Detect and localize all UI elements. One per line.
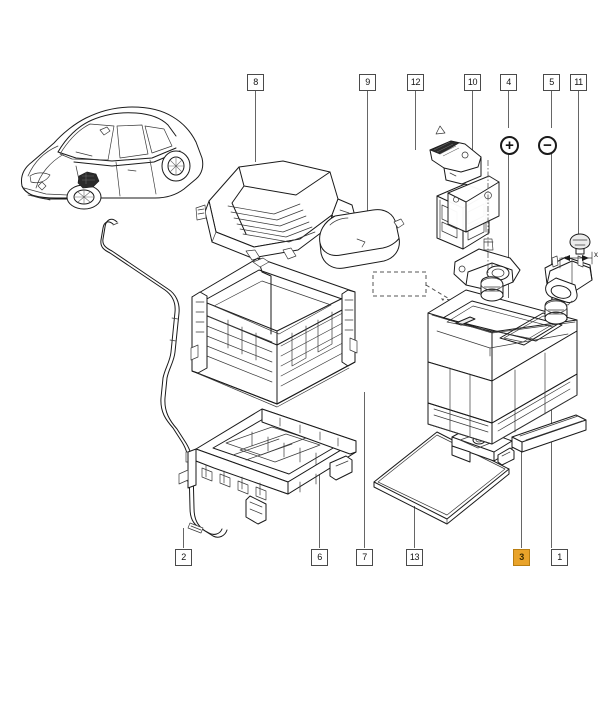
vehicle-illustration <box>21 106 204 210</box>
leader-lines-bottom <box>183 392 522 548</box>
part-battery <box>427 276 578 445</box>
callout-10[interactable]: 10 <box>464 74 481 91</box>
callout-3[interactable]: 3 <box>513 549 530 566</box>
leader-lines-top <box>255 91 579 548</box>
part-battery-box-housing <box>190 257 358 408</box>
callout-9[interactable]: 9 <box>359 74 376 91</box>
part-battery-tray-base <box>178 408 357 534</box>
callout-4[interactable]: 4 <box>500 74 517 91</box>
callout-8[interactable]: 8 <box>247 74 264 91</box>
callout-2[interactable]: 2 <box>175 549 192 566</box>
callout-12[interactable]: 12 <box>407 74 424 91</box>
part-terminal-cover-cap <box>319 209 405 269</box>
callout-11[interactable]: 11 <box>570 74 587 91</box>
part-negative-terminal-clamp <box>544 233 593 306</box>
dimension-x-label: x <box>594 250 598 259</box>
callout-13[interactable]: 13 <box>406 549 423 566</box>
polarity-negative-icon: − <box>538 136 557 155</box>
part-battery-vent-hose <box>100 218 228 538</box>
part-positive-terminal-assembly <box>429 125 521 296</box>
polarity-positive-icon: + <box>500 136 519 155</box>
callout-6[interactable]: 6 <box>311 549 328 566</box>
battery-location-indicator <box>372 271 453 305</box>
callout-1[interactable]: 1 <box>551 549 568 566</box>
callout-5[interactable]: 5 <box>543 74 560 91</box>
callout-7[interactable]: 7 <box>356 549 373 566</box>
